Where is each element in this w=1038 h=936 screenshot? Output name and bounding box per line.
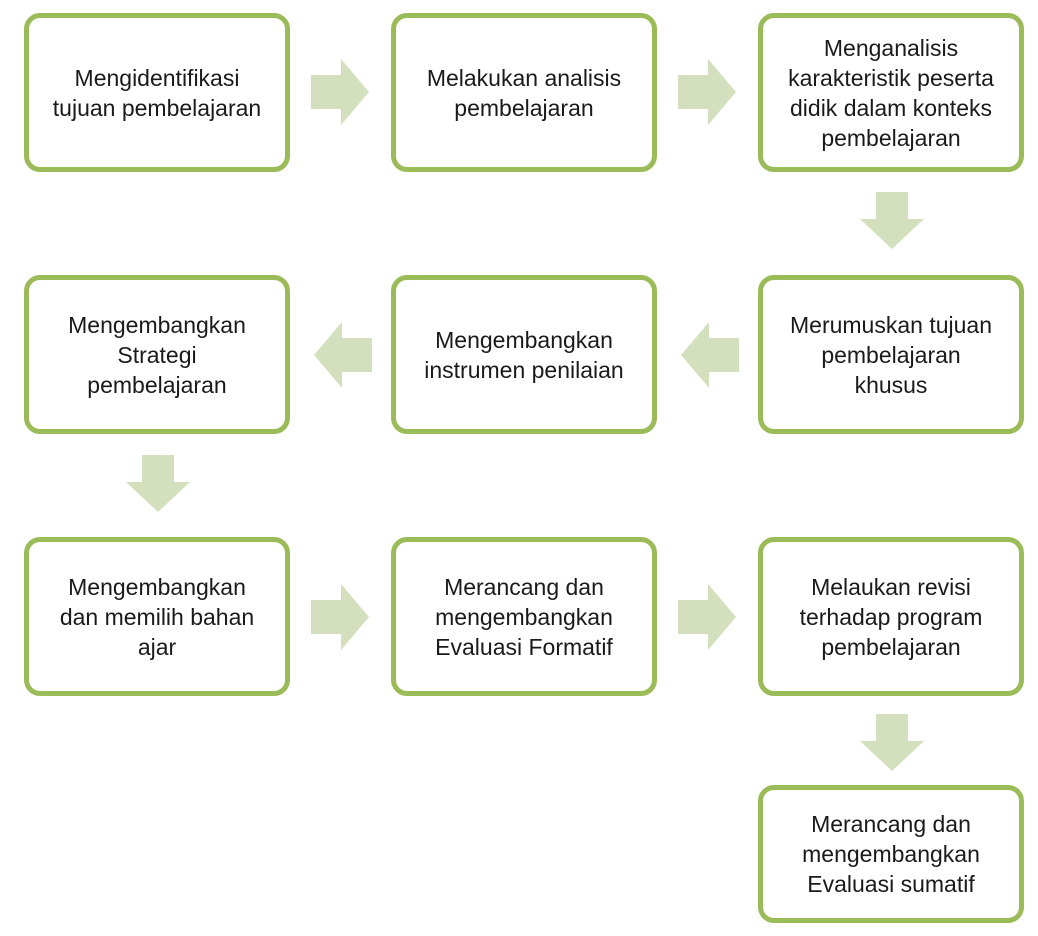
step-10-label: Merancang dan mengembangkan Evaluasi sum…: [802, 811, 980, 897]
arrow-right-icon: [311, 584, 369, 650]
step-6-label: Mengembangkan Strategi pembelajaran: [68, 311, 246, 398]
arrow-down-icon: [860, 714, 924, 771]
step-10-box: Merancang dan mengembangkan Evaluasi sum…: [758, 785, 1024, 923]
step-1-box: Mengidentifikasi tujuan pembelajaran: [24, 13, 290, 172]
step-3-box: Menganalisis karakteristik peserta didik…: [758, 13, 1024, 172]
arrow-down-icon: [860, 192, 924, 249]
step-9-box: Melaukan revisi terhadap program pembela…: [758, 537, 1024, 696]
step-2-label: Melakukan analisis pembelajaran: [426, 64, 622, 121]
step-4-label: Merumuskan tujuan pembelajaran khusus: [790, 311, 992, 398]
arrow-right-icon: [311, 59, 369, 125]
arrow-right-icon: [678, 584, 736, 650]
arrow-left-icon: [314, 322, 372, 388]
step-7-box: Mengembangkan dan memilih bahan ajar: [24, 537, 290, 696]
step-5-label: Mengembangkan instrumen penilaian: [424, 326, 624, 383]
arrow-right-icon: [678, 59, 736, 125]
step-8-label: Merancang dan mengembangkan Evaluasi For…: [435, 573, 613, 660]
step-1-label: Mengidentifikasi tujuan pembelajaran: [52, 64, 262, 121]
step-4-box: Merumuskan tujuan pembelajaran khusus: [758, 275, 1024, 434]
step-7-label: Mengembangkan dan memilih bahan ajar: [59, 573, 255, 660]
step-2-box: Melakukan analisis pembelajaran: [391, 13, 657, 172]
step-5-box: Mengembangkan instrumen penilaian: [391, 275, 657, 434]
step-8-box: Merancang dan mengembangkan Evaluasi For…: [391, 537, 657, 696]
arrow-down-icon: [126, 455, 190, 512]
step-9-label: Melaukan revisi terhadap program pembela…: [799, 573, 983, 660]
step-6-box: Mengembangkan Strategi pembelajaran: [24, 275, 290, 434]
arrow-left-icon: [681, 322, 739, 388]
step-3-label: Menganalisis karakteristik peserta didik…: [788, 34, 994, 151]
